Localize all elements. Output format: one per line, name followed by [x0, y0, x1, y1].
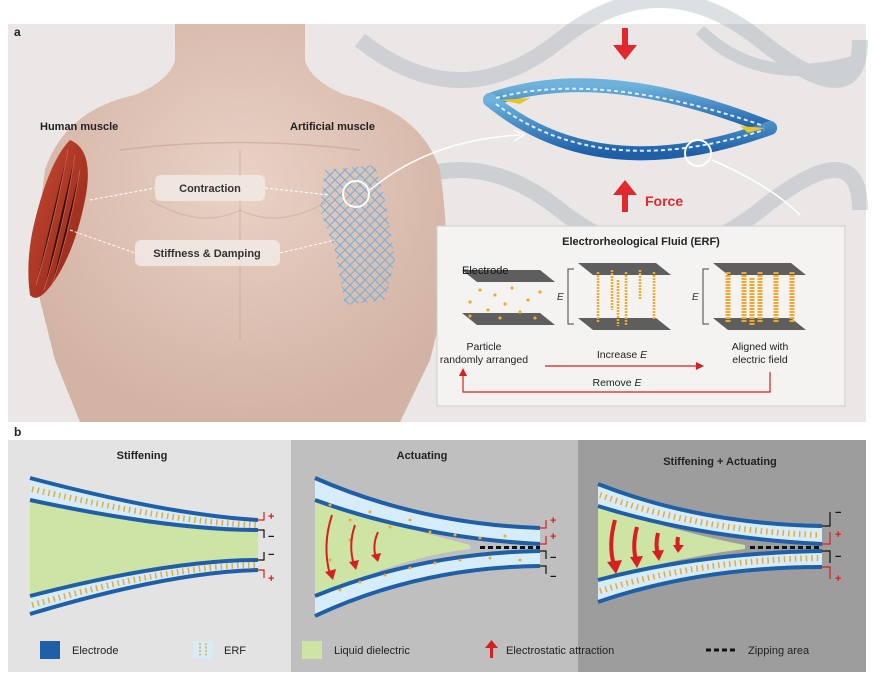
legend-label-electrostatic-attraction: Electrostatic attraction	[506, 645, 614, 657]
section-title-actuating: Actuating	[397, 450, 448, 462]
legend: Electrode ERF Liquid dielectric Electros…	[40, 640, 810, 659]
left-caption-line2: randomly arranged	[440, 354, 528, 366]
svg-text:+: +	[268, 511, 274, 523]
human-muscle-label: Human muscle	[40, 121, 118, 133]
electrode-label: Electrode	[462, 265, 508, 277]
contraction-label: Contraction	[179, 183, 241, 195]
artificial-muscle-label: Artificial muscle	[290, 121, 375, 133]
svg-text:−: −	[268, 531, 274, 543]
legend-label-electrode: Electrode	[72, 645, 118, 657]
erf-title: Electrorheological Fluid (ERF)	[562, 236, 720, 248]
svg-text:−: −	[835, 507, 841, 519]
panel-a-label: a	[14, 25, 21, 39]
remove-e-label: Remove E	[592, 377, 642, 389]
legend-swatch-erf	[193, 641, 213, 659]
left-caption-line1: Particle	[466, 341, 501, 353]
legend-swatch-liquid-dielectric	[302, 641, 322, 659]
svg-text:−: −	[268, 549, 274, 561]
force-arrows	[613, 28, 637, 212]
erf-state-partial	[567, 263, 671, 330]
svg-text:+: +	[835, 529, 841, 541]
section-title-stiffening: Stiffening	[117, 450, 168, 462]
stiffening-actuating-diagram	[597, 482, 823, 604]
legend-label-erf: ERF	[224, 645, 246, 657]
svg-text:+: +	[550, 515, 556, 527]
stiffening-diagram	[29, 476, 259, 616]
field-symbol-middle: E	[557, 292, 564, 303]
field-symbol-right: E	[692, 292, 699, 303]
legend-swatch-electrode	[40, 641, 60, 659]
connector-lines	[69, 187, 336, 254]
svg-text:+: +	[835, 573, 841, 585]
right-caption-line2: electric field	[732, 354, 788, 366]
increase-e-label: Increase E	[597, 349, 648, 361]
svg-text:−: −	[550, 571, 556, 583]
legend-label-liquid-dielectric: Liquid dielectric	[334, 645, 410, 657]
force-label: Force	[645, 193, 683, 209]
svg-text:−: −	[835, 551, 841, 563]
mesh-zoom-circle	[342, 180, 370, 208]
stiffness-damping-box	[135, 240, 280, 266]
section-title-stiffening-actuating: Stiffening + Actuating	[663, 456, 777, 468]
stiffness-damping-label: Stiffness & Damping	[153, 248, 261, 260]
remove-arrow	[462, 372, 771, 393]
stiffening-actuating-terminals: − + − +	[822, 507, 841, 585]
zoom-arrow-1	[369, 134, 521, 191]
erf-state-aligned	[702, 263, 806, 330]
svg-text:+: +	[268, 573, 274, 585]
stiffening-terminals: + − − +	[258, 511, 274, 585]
zoom-arrow-2	[711, 159, 801, 216]
svg-text:+: +	[550, 531, 556, 543]
legend-label-zipping-area: Zipping area	[748, 645, 810, 657]
muscle-unit	[483, 78, 777, 161]
artificial-muscle-mesh	[320, 165, 395, 305]
contraction-box	[155, 175, 265, 201]
unit-zoom-circle	[684, 139, 712, 167]
erf-state-random	[462, 270, 555, 325]
right-caption-line1: Aligned with	[732, 341, 789, 353]
svg-text:−: −	[550, 552, 556, 564]
panel-b-label: b	[14, 425, 21, 439]
actuating-terminals: + + − −	[540, 515, 556, 583]
actuating-diagram	[314, 476, 541, 618]
legend-swatch-electrostatic-attraction	[485, 640, 498, 658]
